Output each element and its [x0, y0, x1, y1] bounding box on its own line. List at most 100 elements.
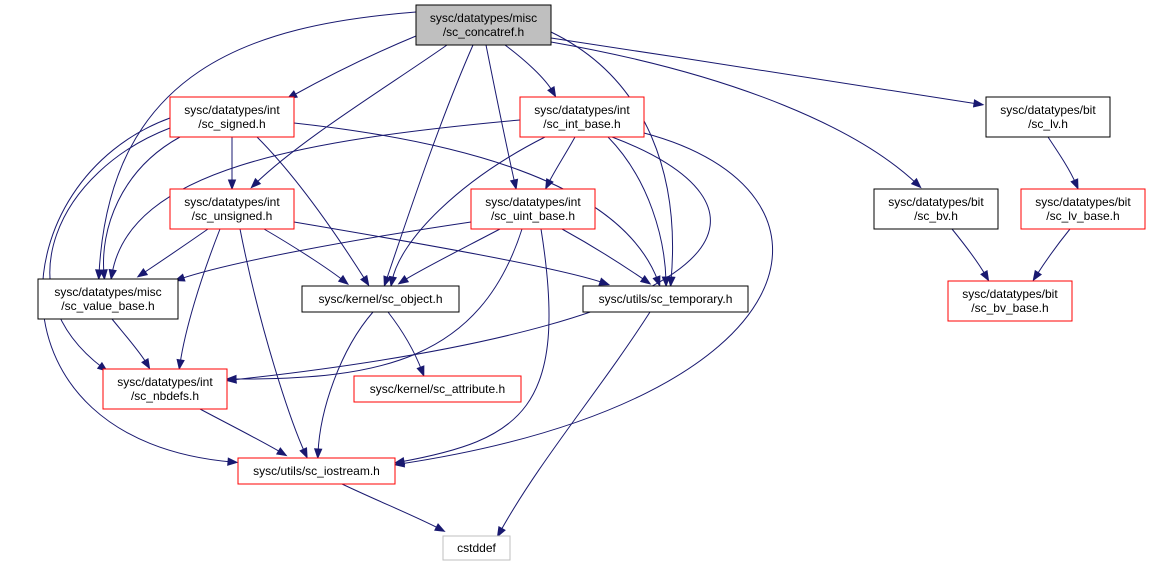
node-box[interactable] [37, 278, 179, 320]
edge-line [231, 136, 711, 381]
edge-unsigned-to-nbdefs [176, 228, 221, 371]
edge-signed-to-nbdefs [49, 127, 171, 372]
node-box[interactable] [582, 285, 749, 313]
edge-line [385, 44, 474, 282]
node-box[interactable] [442, 535, 511, 561]
edge-arrowhead [250, 177, 262, 189]
node-box[interactable] [519, 96, 645, 138]
edge-arrowhead [545, 178, 554, 190]
edge-object-to-attribute [387, 311, 425, 377]
node-box[interactable] [353, 375, 522, 403]
edge-line [547, 136, 576, 185]
node-label: /sc_concatref.h [443, 25, 524, 39]
edge-arrowhead [337, 274, 350, 285]
node-box[interactable] [169, 188, 295, 230]
edge-arrowhead [99, 269, 108, 281]
node-label: sysc/utils/sc_iostream.h [253, 464, 380, 478]
node-label: /sc_lv.h [1028, 117, 1068, 131]
edge-nbdefs-to-iostream [199, 408, 288, 457]
node-box[interactable] [873, 188, 999, 230]
edge-line [103, 136, 181, 275]
node-box[interactable] [947, 280, 1073, 322]
edge-line [402, 228, 501, 282]
edge-uint_base-to-temporary [561, 228, 652, 285]
edge-arrowhead [980, 269, 990, 282]
edge-bv-to-bv_base [951, 228, 990, 282]
node-box[interactable] [985, 96, 1111, 138]
edge-concatref-to-bv [550, 41, 922, 189]
node-label: sysc/datatypes/bit [1000, 103, 1096, 117]
edge-arrowhead [136, 267, 149, 278]
edge-line [399, 228, 550, 463]
node-box[interactable] [237, 457, 396, 485]
edge-arrowhead [910, 177, 922, 189]
edge-line [951, 228, 987, 277]
edge-concatref-to-signed [286, 35, 417, 100]
edge-arrowhead [972, 99, 985, 108]
node-bv-base[interactable]: sysc/datatypes/bit/sc_bv_base.h [947, 280, 1073, 322]
edge-concatref-to-temporary [550, 31, 676, 288]
edge-concatref-to-value_base [95, 11, 417, 281]
edge-arrowhead [397, 275, 410, 285]
edge-uint_base-to-object [397, 228, 501, 285]
edge-arrowhead [496, 526, 506, 538]
node-nbdefs[interactable]: sysc/datatypes/int/sc_nbdefs.h [102, 368, 228, 410]
edge-signed-to-object [256, 136, 370, 287]
edge-line [254, 44, 448, 185]
node-label: sysc/datatypes/int [184, 103, 280, 117]
node-box[interactable] [470, 188, 596, 230]
edge-line [291, 35, 417, 97]
edge-arrowhead [667, 276, 676, 288]
node-attribute[interactable]: sysc/kernel/sc_attribute.h [353, 375, 522, 403]
node-unsigned[interactable]: sysc/datatypes/int/sc_unsigned.h [169, 188, 295, 230]
node-int-base[interactable]: sysc/datatypes/int/sc_int_base.h [519, 96, 645, 138]
node-temporary[interactable]: sysc/utils/sc_temporary.h [582, 285, 749, 313]
node-iostream[interactable]: sysc/utils/sc_iostream.h [237, 457, 396, 485]
node-bv[interactable]: sysc/datatypes/bit/sc_bv.h [873, 188, 999, 230]
edge-int_base-to-uint_base [545, 136, 576, 190]
node-object[interactable]: sysc/kernel/sc_object.h [301, 285, 460, 313]
node-label: sysc/kernel/sc_object.h [318, 292, 442, 306]
edge-arrowhead [434, 523, 446, 532]
node-label: sysc/datatypes/int [485, 195, 581, 209]
node-uint-base[interactable]: sysc/datatypes/int/sc_uint_base.h [470, 188, 596, 230]
edges-layer [41, 11, 1079, 538]
edge-arrowhead [275, 447, 288, 457]
node-box[interactable] [415, 4, 552, 46]
edge-line [263, 228, 345, 282]
node-lv-base[interactable]: sysc/datatypes/bit/sc_lv_base.h [1020, 188, 1146, 230]
edge-arrowhead [383, 275, 392, 288]
node-lv[interactable]: sysc/datatypes/bit/sc_lv.h [985, 96, 1111, 138]
edge-arrowhead [227, 179, 237, 191]
node-box[interactable] [169, 96, 295, 138]
node-label: sysc/datatypes/misc [54, 285, 161, 299]
edge-arrowhead [360, 274, 370, 287]
edge-line [199, 408, 283, 454]
edge-unsigned-to-temporary [293, 221, 611, 286]
node-label: sysc/utils/sc_temporary.h [599, 292, 733, 306]
node-label: /sc_lv_base.h [1046, 209, 1119, 223]
node-box[interactable] [102, 368, 228, 410]
edge-unsigned-to-iostream [239, 228, 308, 459]
edge-int_base-to-object [388, 136, 546, 288]
node-concatref[interactable]: sysc/datatypes/misc/sc_concatref.h [415, 4, 552, 46]
node-box[interactable] [301, 285, 460, 313]
edge-line [111, 119, 521, 275]
edge-line [141, 228, 209, 275]
node-value-base[interactable]: sysc/datatypes/misc/sc_value_base.h [37, 278, 179, 320]
edge-arrowhead [393, 457, 406, 466]
node-box[interactable] [1020, 188, 1146, 230]
node-cstddef[interactable]: cstddef [442, 535, 511, 561]
edge-line [293, 221, 605, 284]
node-signed[interactable]: sysc/datatypes/int/sc_signed.h [169, 96, 295, 138]
node-label: sysc/datatypes/bit [962, 287, 1058, 301]
edge-line [607, 136, 667, 282]
edge-lv-to-lv_base [1047, 136, 1079, 190]
node-label: sysc/datatypes/bit [888, 195, 984, 209]
edge-value_base-to-nbdefs [111, 318, 151, 370]
node-label: sysc/datatypes/int [184, 195, 280, 209]
edge-line [179, 221, 472, 280]
edge-concatref-to-int_base [504, 44, 557, 98]
edge-arrowhead [388, 275, 398, 288]
node-label: /sc_unsigned.h [192, 209, 273, 223]
